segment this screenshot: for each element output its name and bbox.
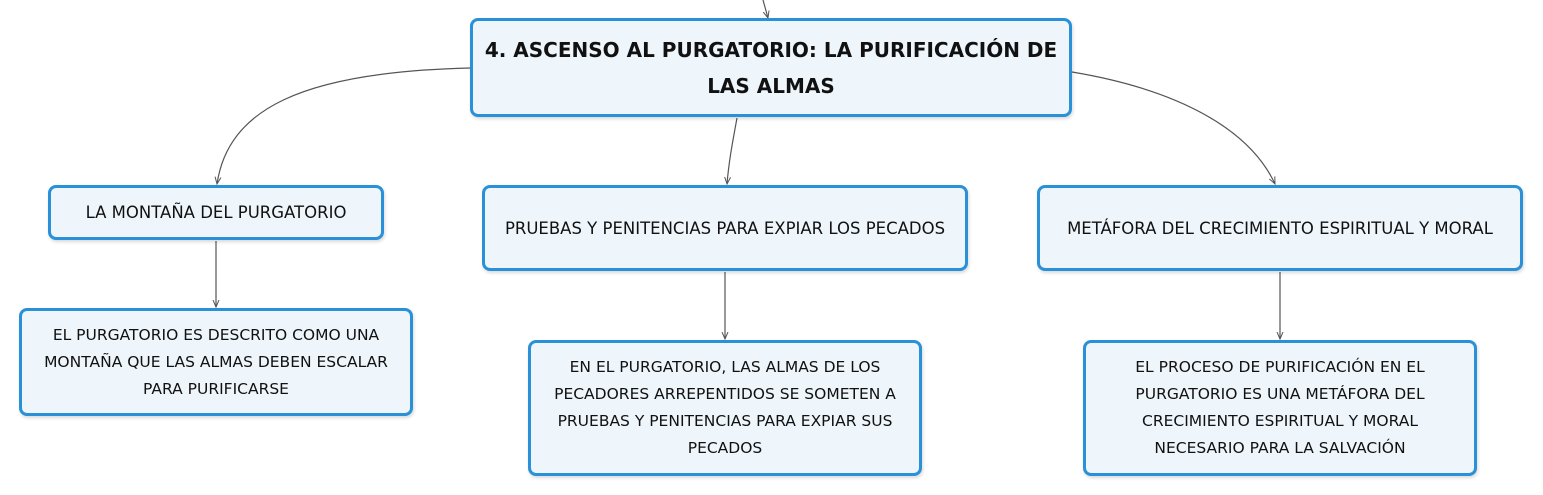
root-topic-node[interactable]: 4. ASCENSO AL PURGATORIO: LA PURIFICACIÓ… bbox=[470, 18, 1072, 117]
detail-node-montana[interactable]: EL PURGATORIO ES DESCRITO COMO UNA MONTA… bbox=[19, 308, 413, 416]
root-topic-label: 4. ASCENSO AL PURGATORIO: LA PURIFICACIÓ… bbox=[484, 37, 1058, 98]
branch-label: LA MONTAÑA DEL PURGATORIO bbox=[85, 203, 347, 222]
branch-node-montana[interactable]: LA MONTAÑA DEL PURGATORIO bbox=[48, 185, 384, 240]
connector-root-to-branch-1 bbox=[217, 67, 471, 184]
connector-root-to-branch-3 bbox=[1071, 71, 1276, 184]
detail-label: EL PURGATORIO ES DESCRITO COMO UNA MONTA… bbox=[44, 325, 388, 398]
connector-root-to-branch-2 bbox=[727, 117, 738, 184]
connector-from-parent bbox=[762, 0, 768, 18]
detail-node-metafora[interactable]: EL PROCESO DE PURIFICACIÓN EN EL PURGATO… bbox=[1083, 340, 1477, 476]
branch-node-metafora[interactable]: METÁFORA DEL CRECIMIENTO ESPIRITUAL Y MO… bbox=[1037, 185, 1523, 271]
detail-label: EN EL PURGATORIO, LAS ALMAS DE LOS PECAD… bbox=[554, 358, 896, 457]
branch-label: PRUEBAS Y PENITENCIAS PARA EXPIAR LOS PE… bbox=[504, 218, 946, 238]
detail-node-pruebas[interactable]: EN EL PURGATORIO, LAS ALMAS DE LOS PECAD… bbox=[528, 340, 922, 476]
branch-label: METÁFORA DEL CRECIMIENTO ESPIRITUAL Y MO… bbox=[1067, 218, 1493, 238]
branch-node-pruebas[interactable]: PRUEBAS Y PENITENCIAS PARA EXPIAR LOS PE… bbox=[482, 185, 968, 271]
detail-label: EL PROCESO DE PURIFICACIÓN EN EL PURGATO… bbox=[1135, 358, 1425, 457]
